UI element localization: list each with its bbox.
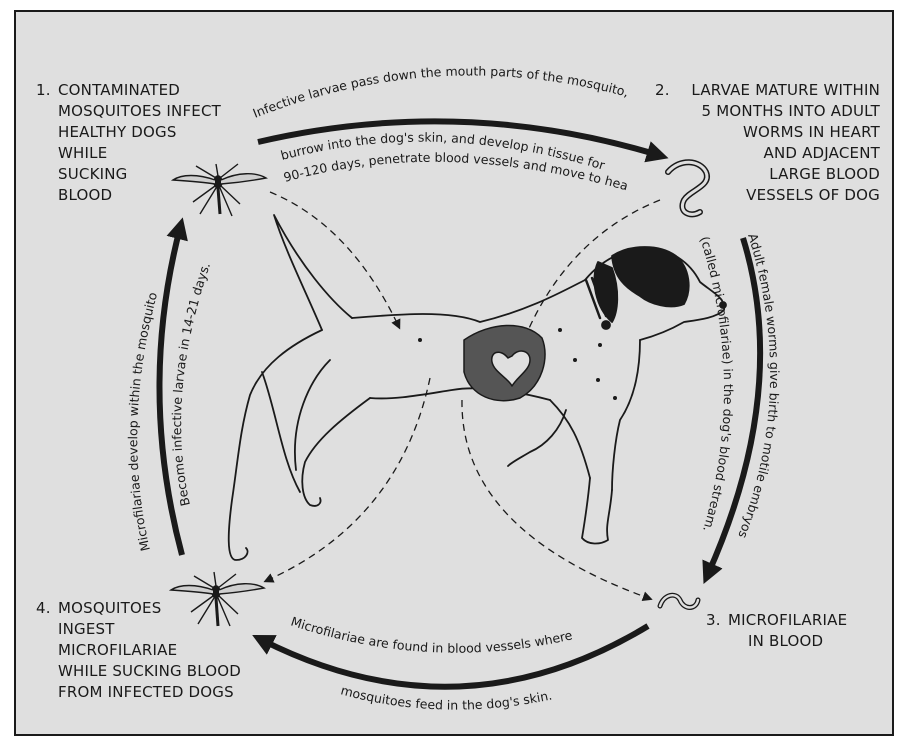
stage-2-line: LARVAE MATURE WITHIN [691, 81, 880, 99]
stage-4-line: MOSQUITOES [58, 599, 161, 617]
stage-1-line: WHILE [58, 144, 107, 162]
stage-1-line: BLOOD [58, 186, 112, 204]
dashed-paths [268, 192, 660, 598]
stage-1-line: CONTAMINATED [58, 81, 180, 99]
arc-label-right-inner: (called microfilariae) in the dog's bloo… [697, 234, 736, 533]
stage-3-line: IN BLOOD [748, 632, 823, 650]
stage-2-number: 2. [655, 81, 670, 99]
adult-worm-icon [668, 162, 707, 214]
arc-label-top-outer: Infective larvae pass down the mouth par… [251, 63, 631, 120]
stage-1-line: MOSQUITOES INFECT [58, 102, 222, 120]
stage-3-line: MICROFILARIAE [728, 611, 847, 629]
stage-2-label: 2. LARVAE MATURE WITHIN 5 MONTHS INTO AD… [655, 81, 881, 204]
cycle-arrows [159, 121, 760, 686]
dog-illustration [229, 215, 726, 560]
mosquito-top-icon [173, 164, 266, 216]
stage-2-line: 5 MONTHS INTO ADULT [702, 102, 881, 120]
stage-4-number: 4. [36, 599, 51, 617]
mosquito-bottom-icon [171, 572, 264, 626]
stage-4-line: WHILE SUCKING BLOOD [58, 662, 241, 680]
microfilaria-icon [660, 595, 698, 607]
arc-label-left-inner: Become infective larvae in 14-21 days. [169, 260, 213, 507]
stage-2-line: VESSELS OF DOG [746, 186, 880, 204]
stage-3-number: 3. [706, 611, 721, 629]
stage-2-line: WORMS IN HEART [743, 123, 881, 141]
stage-1-line: HEALTHY DOGS [58, 123, 177, 141]
stage-4-line: MICROFILARIAE [58, 641, 177, 659]
arc-label-left-outer: Microfilariae develop within the mosquit… [125, 291, 160, 553]
stage-3-label: 3. MICROFILARIAE IN BLOOD [706, 611, 847, 650]
stage-1-label: 1. CONTAMINATED MOSQUITOES INFECT HEALTH… [36, 81, 222, 204]
stage-1-number: 1. [36, 81, 51, 99]
stage-4-label: 4. MOSQUITOES INGEST MICROFILARIAE WHILE… [36, 599, 241, 701]
stage-4-line: FROM INFECTED DOGS [58, 683, 234, 701]
stage-2-line: AND ADJACENT [763, 144, 880, 162]
stage-1-line: SUCKING [58, 165, 127, 183]
stage-4-line: INGEST [58, 620, 115, 638]
arc-label-bottom-upper: Microfilariae are found in blood vessels… [289, 614, 574, 656]
stage-2-line: LARGE BLOOD [769, 165, 880, 183]
